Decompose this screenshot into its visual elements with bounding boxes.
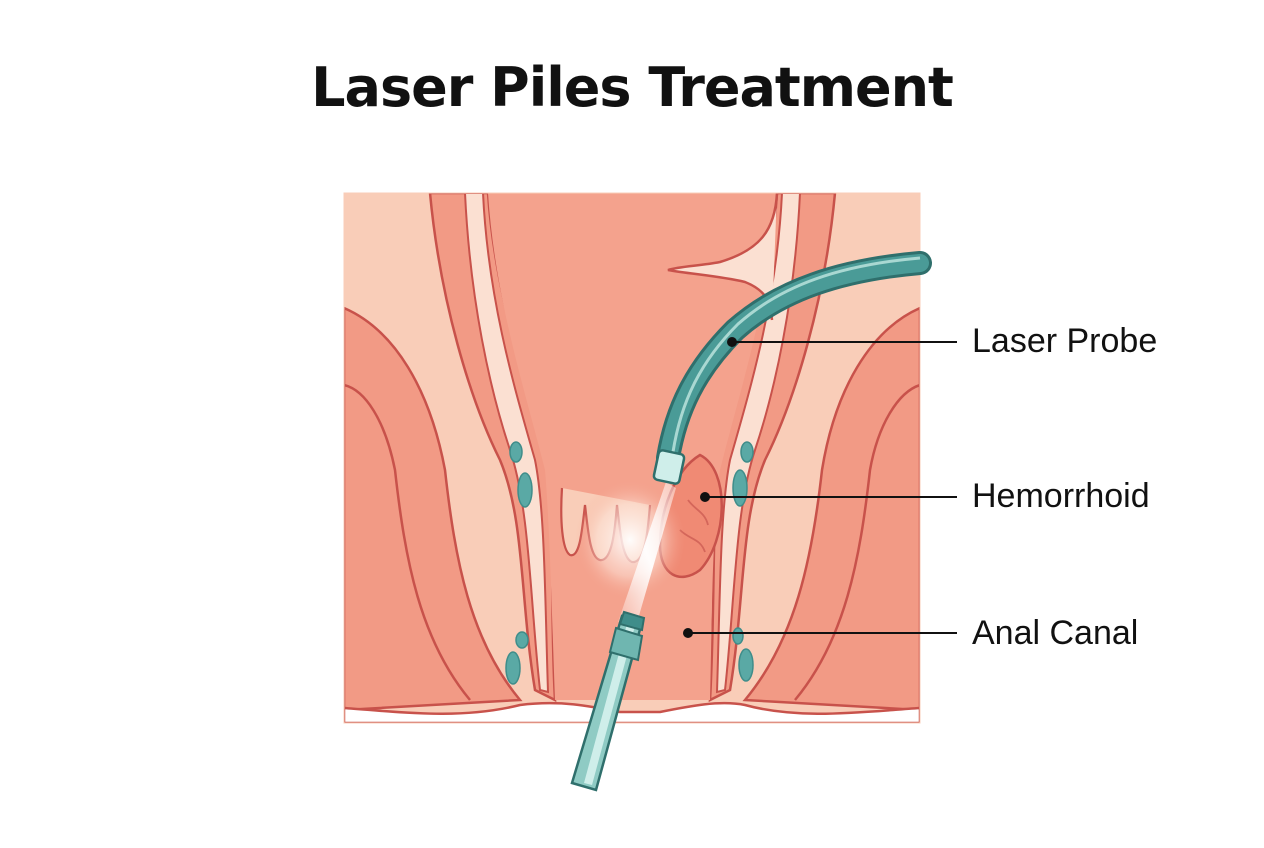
right-muscle-inner <box>794 383 920 701</box>
laser-handpiece <box>570 610 646 792</box>
rectum <box>488 193 777 700</box>
perineum-line <box>344 701 920 723</box>
laser-beam <box>618 482 676 626</box>
label-laser-probe: Laser Probe <box>972 322 1158 360</box>
laser-probe <box>652 251 932 485</box>
left-vessels <box>505 441 533 685</box>
left-wall-light <box>463 193 550 694</box>
left-muscle <box>344 306 523 712</box>
leader-lines <box>683 337 957 638</box>
diagram-frame <box>343 192 921 724</box>
right-muscle <box>742 306 920 712</box>
page-title: Laser Piles Treatment <box>311 56 954 119</box>
left-muscle-inner <box>344 383 471 701</box>
mucosal-fold <box>667 193 779 321</box>
right-wall-light <box>715 193 802 694</box>
label-anal-canal: Anal Canal <box>972 614 1139 652</box>
label-hemorrhoid: Hemorrhoid <box>972 477 1150 515</box>
